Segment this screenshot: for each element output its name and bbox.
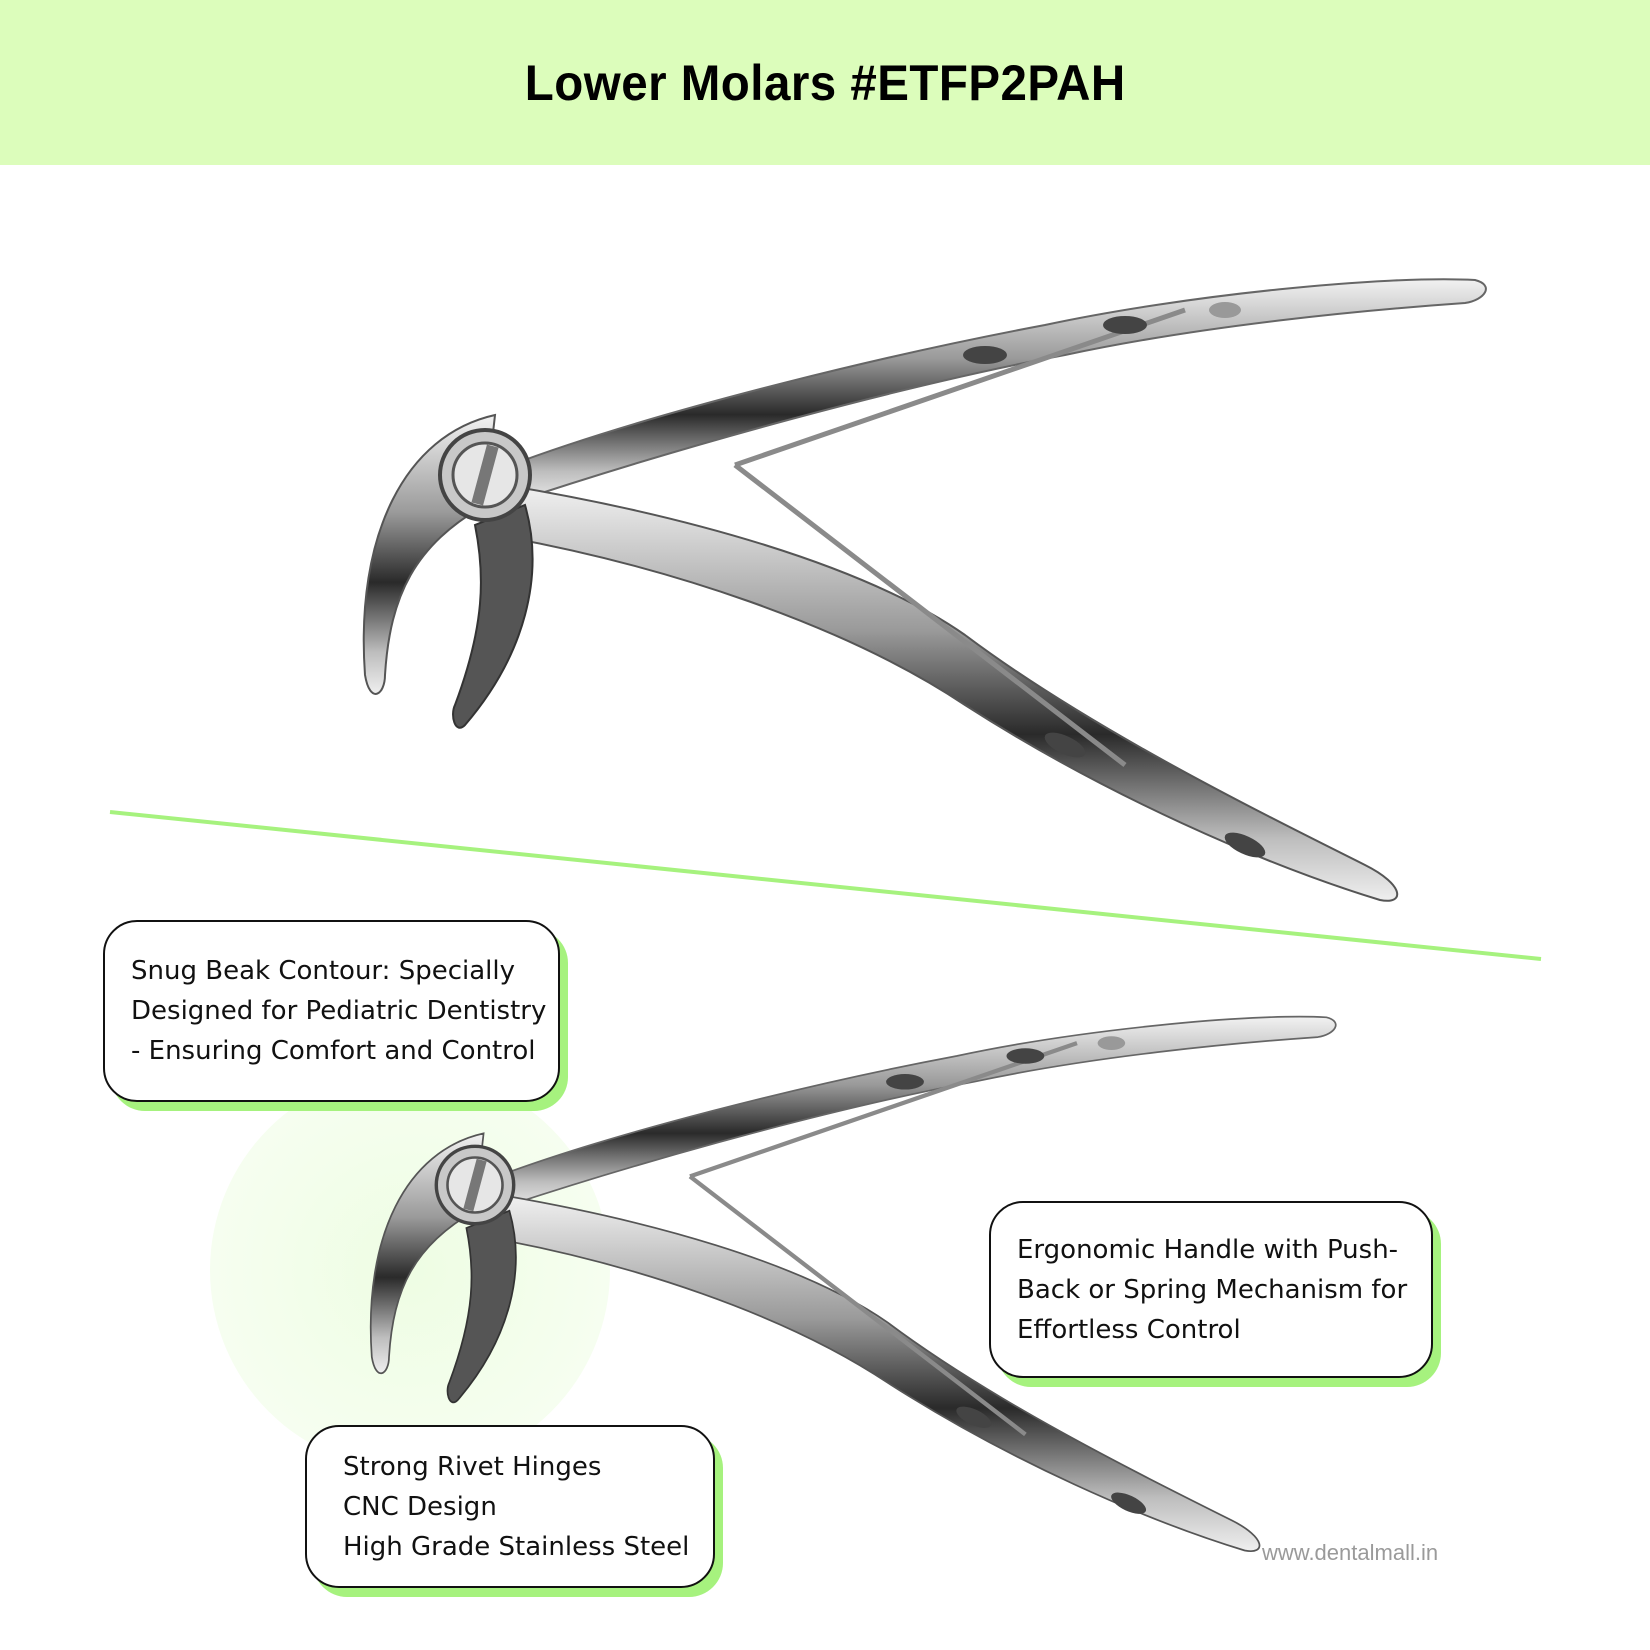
- callout-text: Snug Beak Contour: Specially: [131, 956, 515, 986]
- forceps-image-large: [364, 279, 1486, 901]
- divider-line: [109, 810, 1542, 961]
- callout-text: - Ensuring Comfort and Control: [131, 1036, 536, 1066]
- header-banner: Lower Molars #ETFP2PAH: [0, 0, 1650, 165]
- callout-text: Back or Spring Mechanism for: [1017, 1274, 1408, 1305]
- callout-text: CNC Design: [343, 1491, 497, 1522]
- callout-text: Strong Rivet Hinges: [343, 1451, 602, 1482]
- callout-beak-contour: Snug Beak Contour: Specially Designed fo…: [103, 920, 560, 1102]
- callout-text: Designed for Pediatric Dentistry: [131, 996, 547, 1026]
- watermark-text: www.dentalmall.in: [1262, 1540, 1439, 1565]
- callout-text: Ergonomic Handle with Push-: [1017, 1234, 1399, 1265]
- callout-text: High Grade Stainless Steel: [343, 1531, 690, 1562]
- callout-text: Effortless Control: [1017, 1314, 1241, 1345]
- callout-ergonomic-handle: Ergonomic Handle with Push- Back or Spri…: [989, 1201, 1433, 1378]
- callout-rivet-hinges: Strong Rivet Hinges CNC Design High Grad…: [305, 1425, 715, 1588]
- page-title: Lower Molars #ETFP2PAH: [524, 54, 1126, 111]
